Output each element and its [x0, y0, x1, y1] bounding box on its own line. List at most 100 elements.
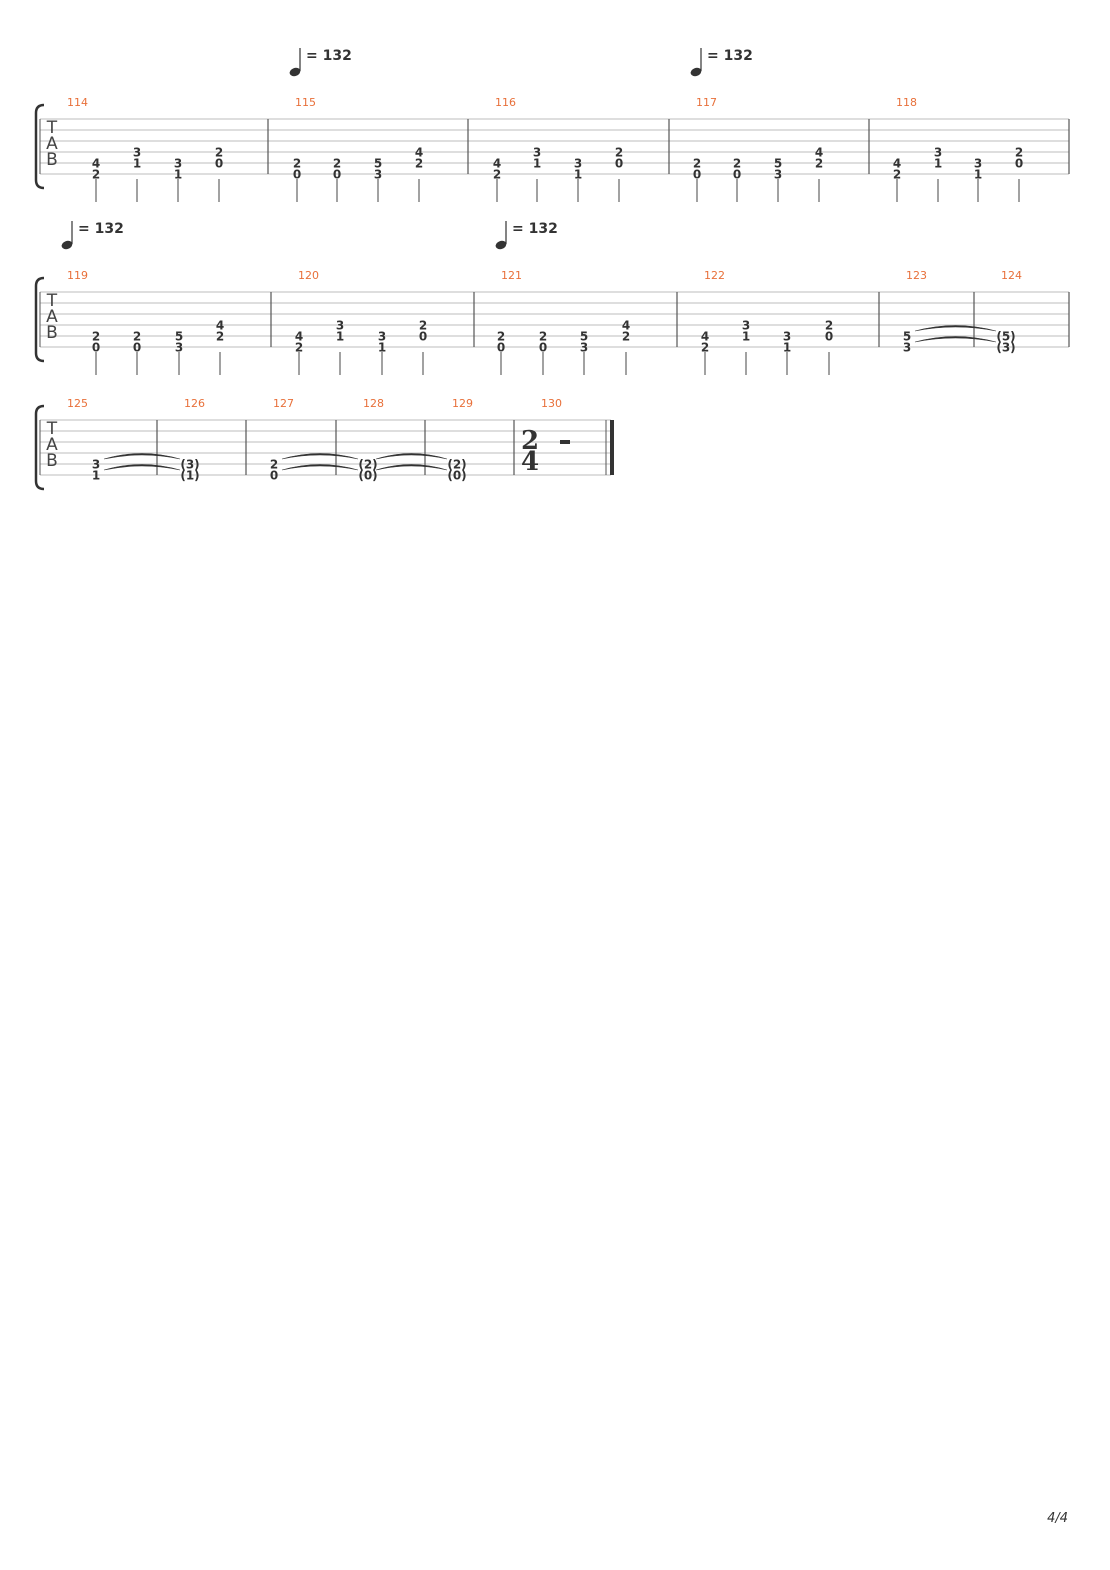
fret-number: 2 — [693, 157, 701, 171]
measure-number: 124 — [1001, 269, 1022, 282]
tie-arc — [281, 464, 359, 471]
measure-number: 123 — [906, 269, 927, 282]
fret-number: 1 — [533, 157, 541, 171]
fret-number: 0 — [333, 168, 341, 182]
measure-number: 115 — [295, 96, 316, 109]
fret-number: 4 — [893, 157, 901, 171]
fret-number: 5 — [175, 330, 183, 344]
fret-number: 2 — [615, 146, 623, 160]
measure-number: 128 — [363, 397, 384, 410]
fret-number: 4 — [295, 330, 303, 344]
system-bracket — [34, 276, 45, 363]
fret-number: 2 — [215, 146, 223, 160]
measure-number: 127 — [273, 397, 294, 410]
fret-number: 5 — [903, 330, 911, 344]
fret-number: 2 — [270, 458, 278, 472]
fret-number: 2 — [733, 157, 741, 171]
measure-number: 117 — [696, 96, 717, 109]
fret-number: 0 — [270, 469, 278, 483]
fret-number: 0 — [693, 168, 701, 182]
fret-number: 1 — [92, 469, 100, 483]
tie-arc — [375, 453, 448, 460]
tab-clef-letter: A — [46, 134, 58, 154]
measure-number: 129 — [452, 397, 473, 410]
fret-number: 5 — [374, 157, 382, 171]
fret-number: 3 — [974, 157, 982, 171]
measure-number: 125 — [67, 397, 88, 410]
system-bracket — [34, 404, 45, 491]
fret-number: 0 — [733, 168, 741, 182]
fret-number: 5 — [774, 157, 782, 171]
fret-number: 3 — [783, 330, 791, 344]
fret-number: 3 — [903, 341, 911, 355]
fret-number: 2 — [333, 157, 341, 171]
tab-clef-letter: T — [46, 419, 58, 439]
fret-number: 4 — [493, 157, 501, 171]
tab-clef-letter: T — [46, 118, 58, 138]
fret-number: (5) — [996, 330, 1015, 344]
fret-number: 4 — [415, 146, 423, 160]
fret-number: 2 — [415, 157, 423, 171]
system-3: TAB12531126(3)(1)12720128(2)(0)129(2)(0)… — [34, 397, 614, 491]
fret-number: 3 — [774, 168, 782, 182]
tab-clef-letter: B — [46, 451, 58, 471]
tempo-value: = 132 — [512, 221, 558, 237]
tab-clef-letter: T — [46, 291, 58, 311]
fret-number: 0 — [1015, 157, 1023, 171]
fret-number: 1 — [378, 341, 386, 355]
fret-number: 4 — [701, 330, 709, 344]
fret-number: 3 — [742, 319, 750, 333]
fret-number: 2 — [419, 319, 427, 333]
tie-arc — [103, 464, 181, 471]
fret-number: 0 — [825, 330, 833, 344]
tab-clef-letter: A — [46, 307, 58, 327]
fret-number: 2 — [497, 330, 505, 344]
fret-number: 3 — [175, 341, 183, 355]
fret-number: (2) — [447, 458, 466, 472]
fret-number: 0 — [92, 341, 100, 355]
fret-number: 0 — [419, 330, 427, 344]
tie-arc — [103, 453, 181, 460]
fret-number: 4 — [622, 319, 630, 333]
measure-number: 126 — [184, 397, 205, 410]
tempo-marking: = 132 — [495, 221, 558, 250]
tie-arc — [914, 336, 997, 343]
tie-arc — [914, 325, 997, 332]
fret-number: 0 — [497, 341, 505, 355]
quarter-note-icon — [289, 67, 301, 77]
fret-number: 3 — [174, 157, 182, 171]
fret-number: 1 — [336, 330, 344, 344]
fret-number: 1 — [133, 157, 141, 171]
fret-number: 2 — [825, 319, 833, 333]
fret-number: 2 — [1015, 146, 1023, 160]
fret-number: 0 — [215, 157, 223, 171]
fret-number: 3 — [133, 146, 141, 160]
fret-number: 4 — [92, 157, 100, 171]
fret-number: 0 — [615, 157, 623, 171]
tempo-marking: = 132 — [61, 221, 124, 250]
tab-clef-letter: B — [46, 323, 58, 343]
fret-number: 3 — [336, 319, 344, 333]
time-signature-top: 2 — [521, 426, 539, 456]
fret-number: 2 — [493, 168, 501, 182]
tab-clef-letter: A — [46, 435, 58, 455]
rest-symbol — [560, 440, 570, 444]
tempo-value: = 132 — [306, 48, 352, 64]
fret-number: 0 — [293, 168, 301, 182]
quarter-note-icon — [495, 240, 507, 250]
fret-number: (0) — [447, 469, 466, 483]
time-signature-bottom: 4 — [521, 447, 539, 477]
fret-number: 1 — [742, 330, 750, 344]
fret-number: 3 — [378, 330, 386, 344]
fret-number: 2 — [92, 168, 100, 182]
measure-number: 118 — [896, 96, 917, 109]
fret-number: 1 — [574, 168, 582, 182]
fret-number: 3 — [374, 168, 382, 182]
quarter-note-icon — [690, 67, 702, 77]
fret-number: 1 — [783, 341, 791, 355]
fret-number: 3 — [92, 458, 100, 472]
fret-number: 3 — [934, 146, 942, 160]
measure-number: 120 — [298, 269, 319, 282]
